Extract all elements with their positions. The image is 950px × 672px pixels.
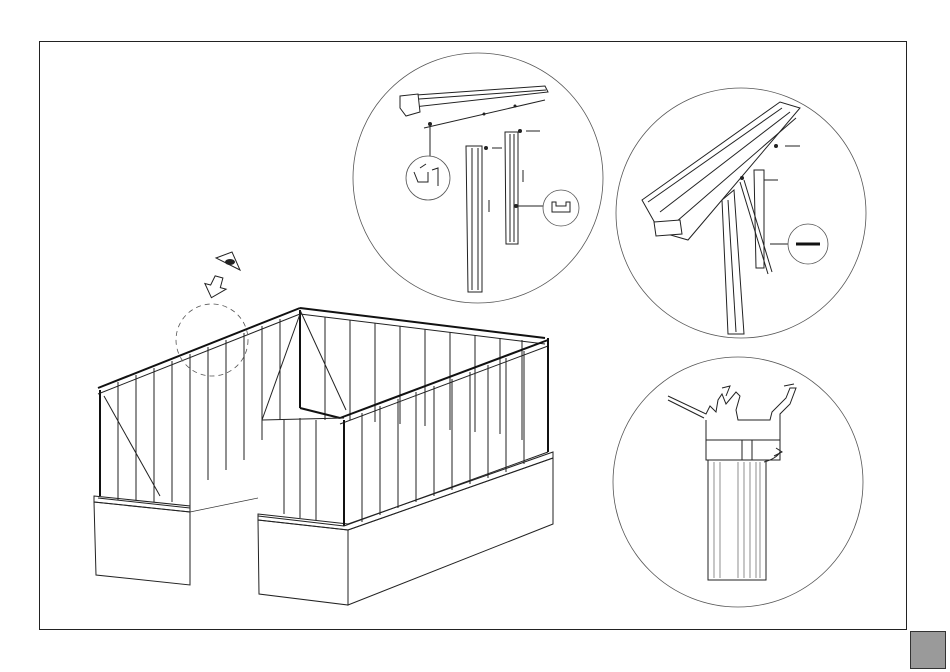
eye-icon xyxy=(216,252,240,270)
detail-wall-profile-section xyxy=(613,357,863,607)
base-left xyxy=(94,496,258,585)
front-left-wall xyxy=(98,308,300,508)
connecting-wall xyxy=(262,408,344,520)
detail-eave-and-glazing-bar xyxy=(353,53,603,303)
detail-ridge-and-roof-bar xyxy=(616,88,866,338)
base-right xyxy=(258,452,553,605)
page-number-tab xyxy=(910,631,946,669)
greenhouse-frame-on-base xyxy=(94,252,553,605)
front-right-wall xyxy=(258,338,548,526)
down-arrow-icon xyxy=(202,274,229,301)
detail-callout-circle xyxy=(176,304,248,376)
back-wall xyxy=(300,308,545,440)
